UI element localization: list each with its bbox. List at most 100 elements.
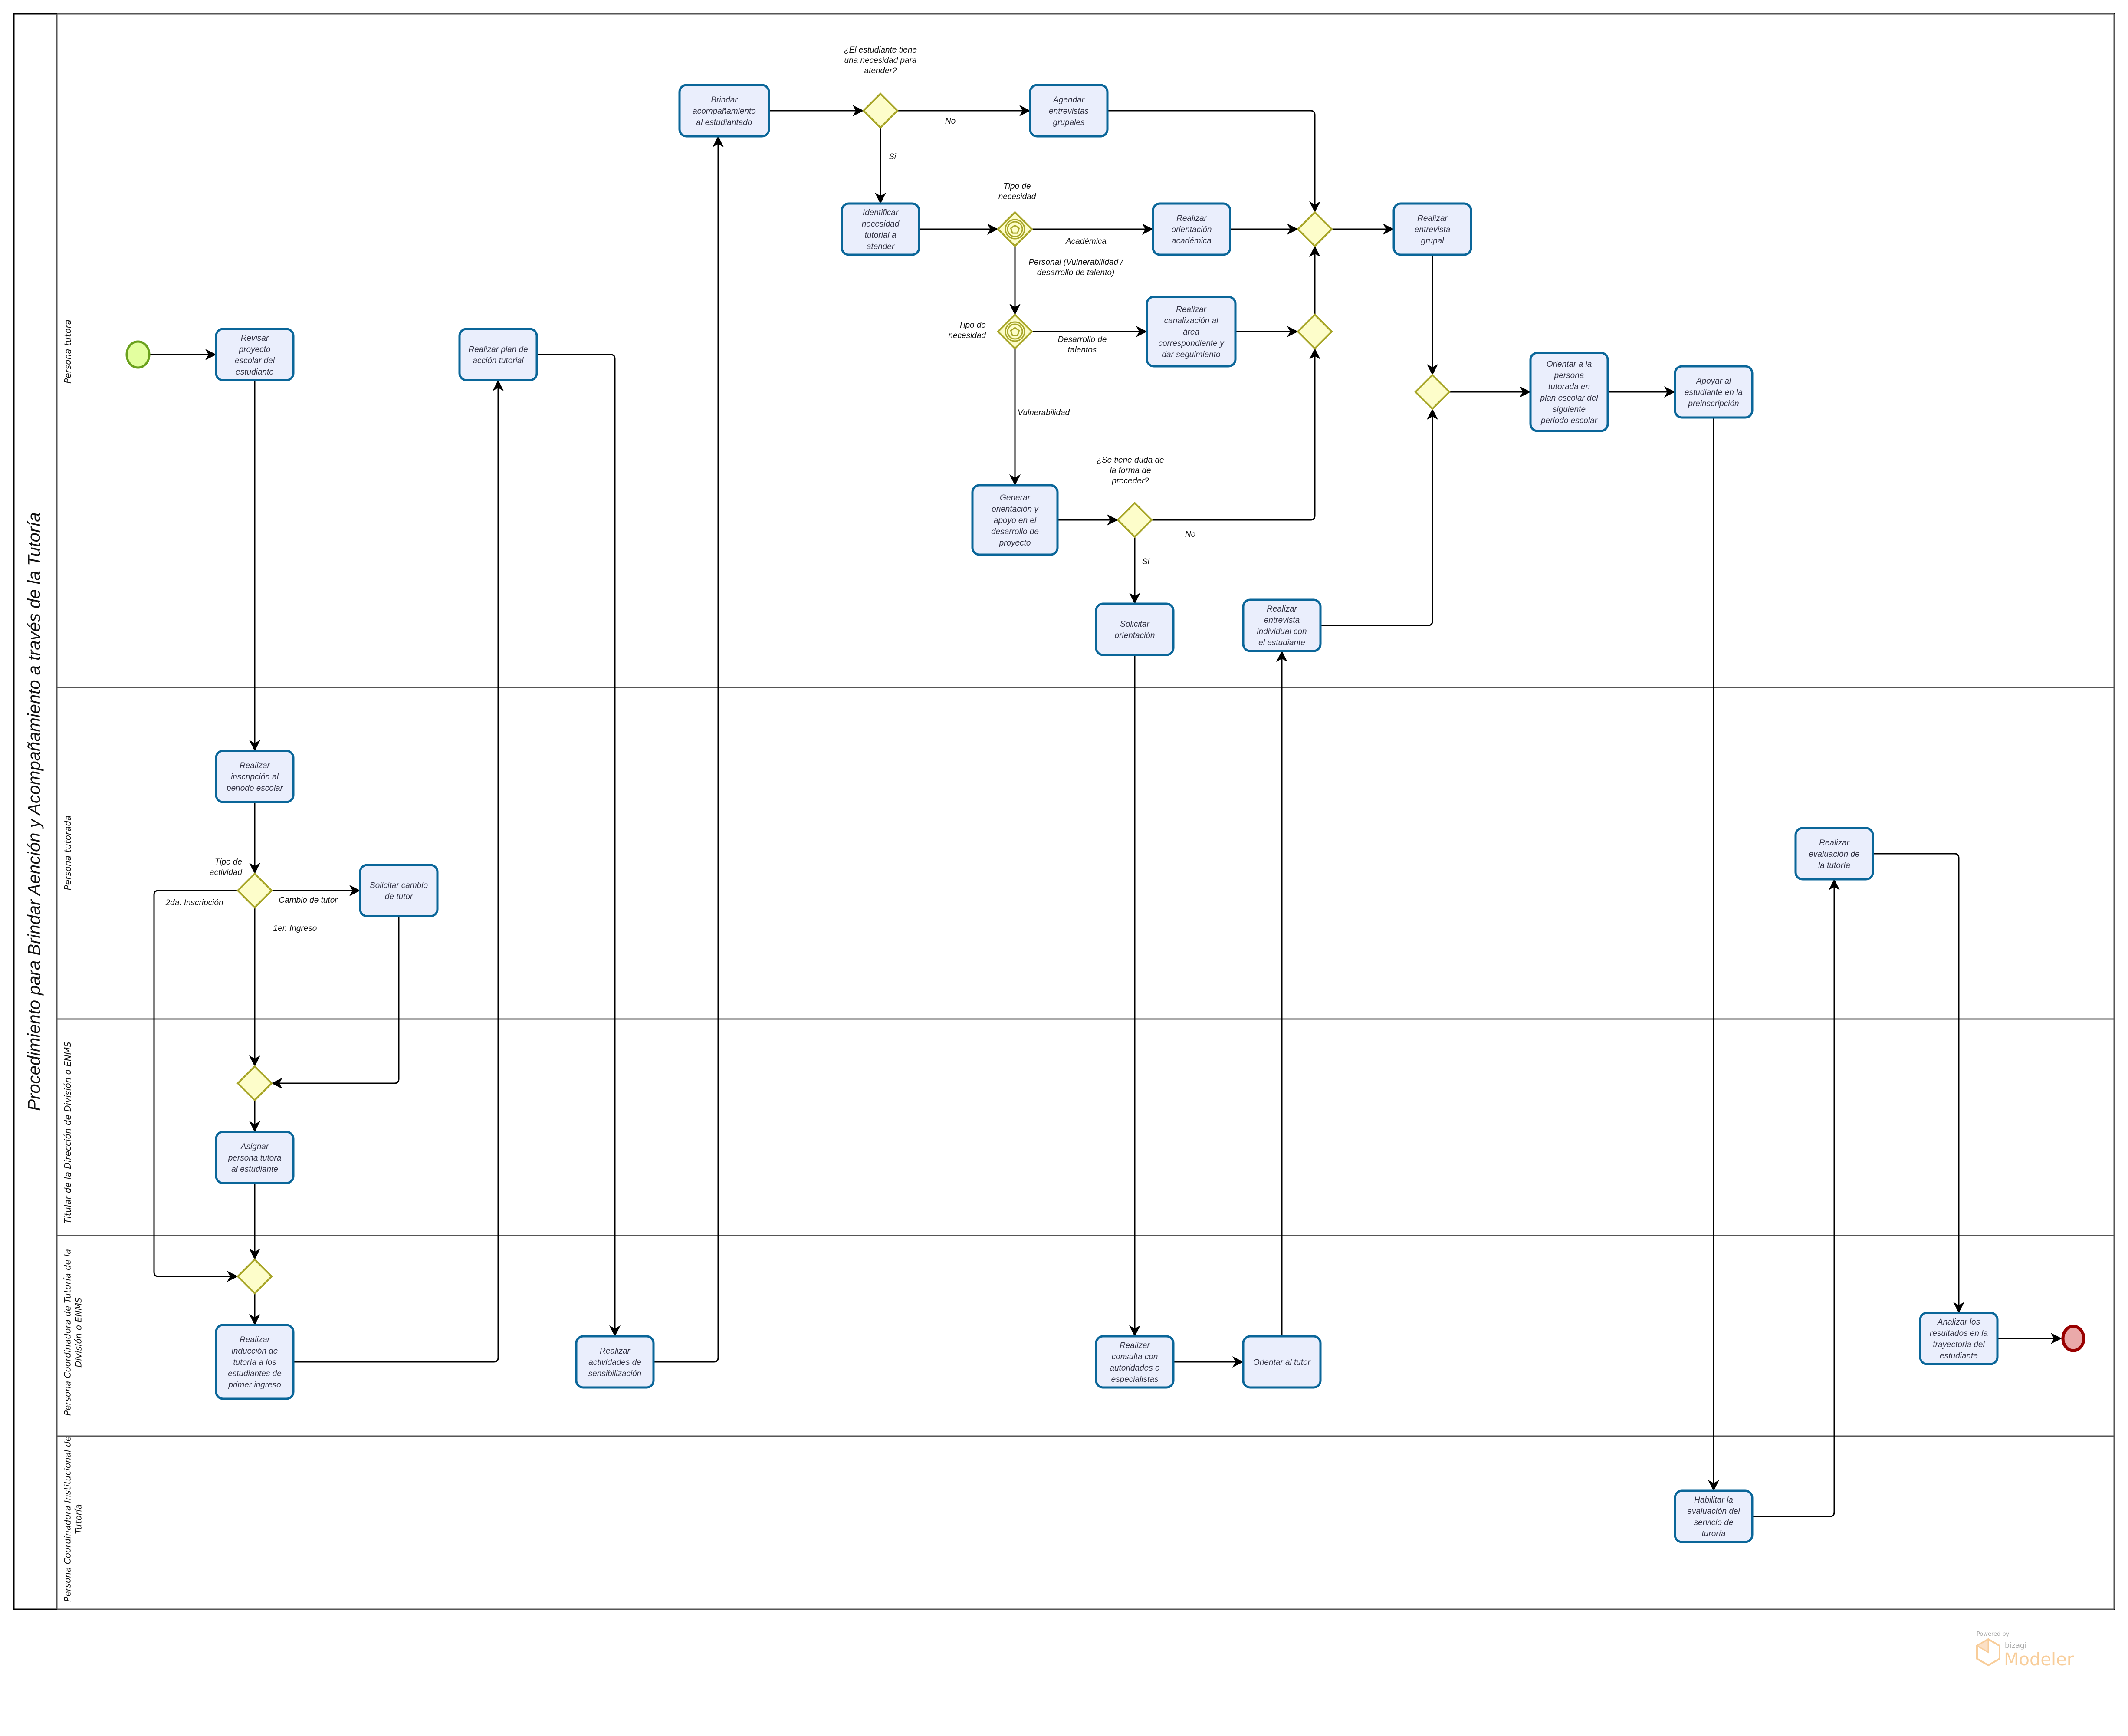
gateway-merge-titular[interactable]: [236, 1065, 273, 1101]
task-box[interactable]: [1674, 1489, 1754, 1543]
pentagon-event-icon: [1005, 219, 1025, 240]
task-label-line: actividades de: [588, 1358, 641, 1367]
sequence-flow[interactable]: [654, 136, 724, 1363]
event-based-gateway-icon[interactable]: [997, 211, 1033, 247]
task-label-line: inscripción al: [231, 773, 279, 782]
exclusive-gateway-icon[interactable]: [1297, 211, 1333, 247]
exclusive-gateway-icon[interactable]: [236, 1065, 273, 1101]
sequence-flow[interactable]: [1152, 348, 1320, 521]
task-label-line: académica: [1172, 237, 1212, 246]
task-box[interactable]: [1029, 84, 1109, 138]
task-box[interactable]: [1529, 352, 1609, 432]
lane-label-line: Titular de la Dirección de División o EN…: [62, 1042, 73, 1224]
task-box[interactable]: [215, 1324, 295, 1400]
lane-titular: Titular de la Dirección de División o EN…: [62, 1042, 73, 1224]
task-box[interactable]: [1095, 1335, 1175, 1389]
exclusive-gateway-icon[interactable]: [862, 92, 899, 129]
task-box[interactable]: [1146, 296, 1237, 368]
sequence-flow[interactable]: [1753, 879, 1840, 1517]
sequence-flow[interactable]: [1873, 853, 1964, 1313]
task-orientar-tutor[interactable]: Orientar al tutor: [1242, 1335, 1322, 1389]
task-box[interactable]: [1919, 1312, 1999, 1365]
sequence-flow[interactable]: [271, 916, 400, 1089]
exclusive-gateway-icon[interactable]: [1117, 502, 1153, 538]
start-event[interactable]: [125, 340, 151, 369]
sequence-flow[interactable]: [1321, 408, 1438, 626]
task-box[interactable]: [971, 484, 1059, 556]
task-box[interactable]: [359, 864, 439, 917]
sequence-flow[interactable]: [1108, 110, 1320, 213]
task-label-line: persona: [1554, 371, 1584, 380]
task-box[interactable]: [215, 1131, 295, 1184]
exclusive-gateway-icon[interactable]: [1297, 313, 1333, 350]
task-box[interactable]: [458, 328, 538, 381]
task-label-line: orientación: [1172, 225, 1212, 234]
task-box[interactable]: [841, 202, 920, 256]
task-box[interactable]: [1392, 202, 1472, 256]
task-box[interactable]: [1242, 598, 1322, 652]
start-event-icon[interactable]: [125, 340, 151, 369]
sequence-flow[interactable]: [153, 890, 238, 1282]
end-event-icon[interactable]: [2061, 1325, 2085, 1352]
task-box[interactable]: [575, 1335, 655, 1389]
task-label-line: proyecto: [239, 345, 271, 354]
task-box[interactable]: [215, 328, 295, 381]
gateway-merge-coord[interactable]: [236, 1258, 273, 1295]
sequence-flow[interactable]: [537, 354, 621, 1337]
exclusive-gateway-icon[interactable]: [236, 872, 273, 909]
task-box[interactable]: [1242, 1335, 1322, 1389]
task-label-line: correspondiente y: [1158, 339, 1225, 348]
task-box[interactable]: [1152, 202, 1231, 256]
task-label-line: siguiente: [1553, 405, 1586, 414]
task-box[interactable]: [1794, 827, 1874, 881]
exclusive-gateway-icon[interactable]: [236, 1258, 273, 1295]
task-box[interactable]: [1674, 365, 1754, 419]
event-based-gateway-icon[interactable]: [997, 313, 1033, 350]
gateway-merge-right[interactable]: [1414, 374, 1451, 410]
pool: Procedimiento para Brindar Aención y Aco…: [13, 13, 2115, 1610]
end-event[interactable]: [2061, 1325, 2085, 1352]
task-box[interactable]: [1095, 602, 1175, 656]
sequence-flow[interactable]: [294, 380, 504, 1363]
gateway-label-line: ¿El estudiante tiene: [844, 46, 917, 55]
task-box[interactable]: [678, 84, 770, 138]
task-label-line: necesidad: [862, 220, 900, 229]
task-box[interactable]: [215, 750, 295, 803]
exclusive-gateway-icon[interactable]: [1414, 374, 1451, 410]
lane-label-line: Persona tutora: [62, 319, 73, 384]
gateway-merge-top[interactable]: [1297, 211, 1333, 247]
flow-label-line: 1er. Ingreso: [273, 924, 317, 933]
gateway-merge-mid[interactable]: [1297, 313, 1333, 350]
